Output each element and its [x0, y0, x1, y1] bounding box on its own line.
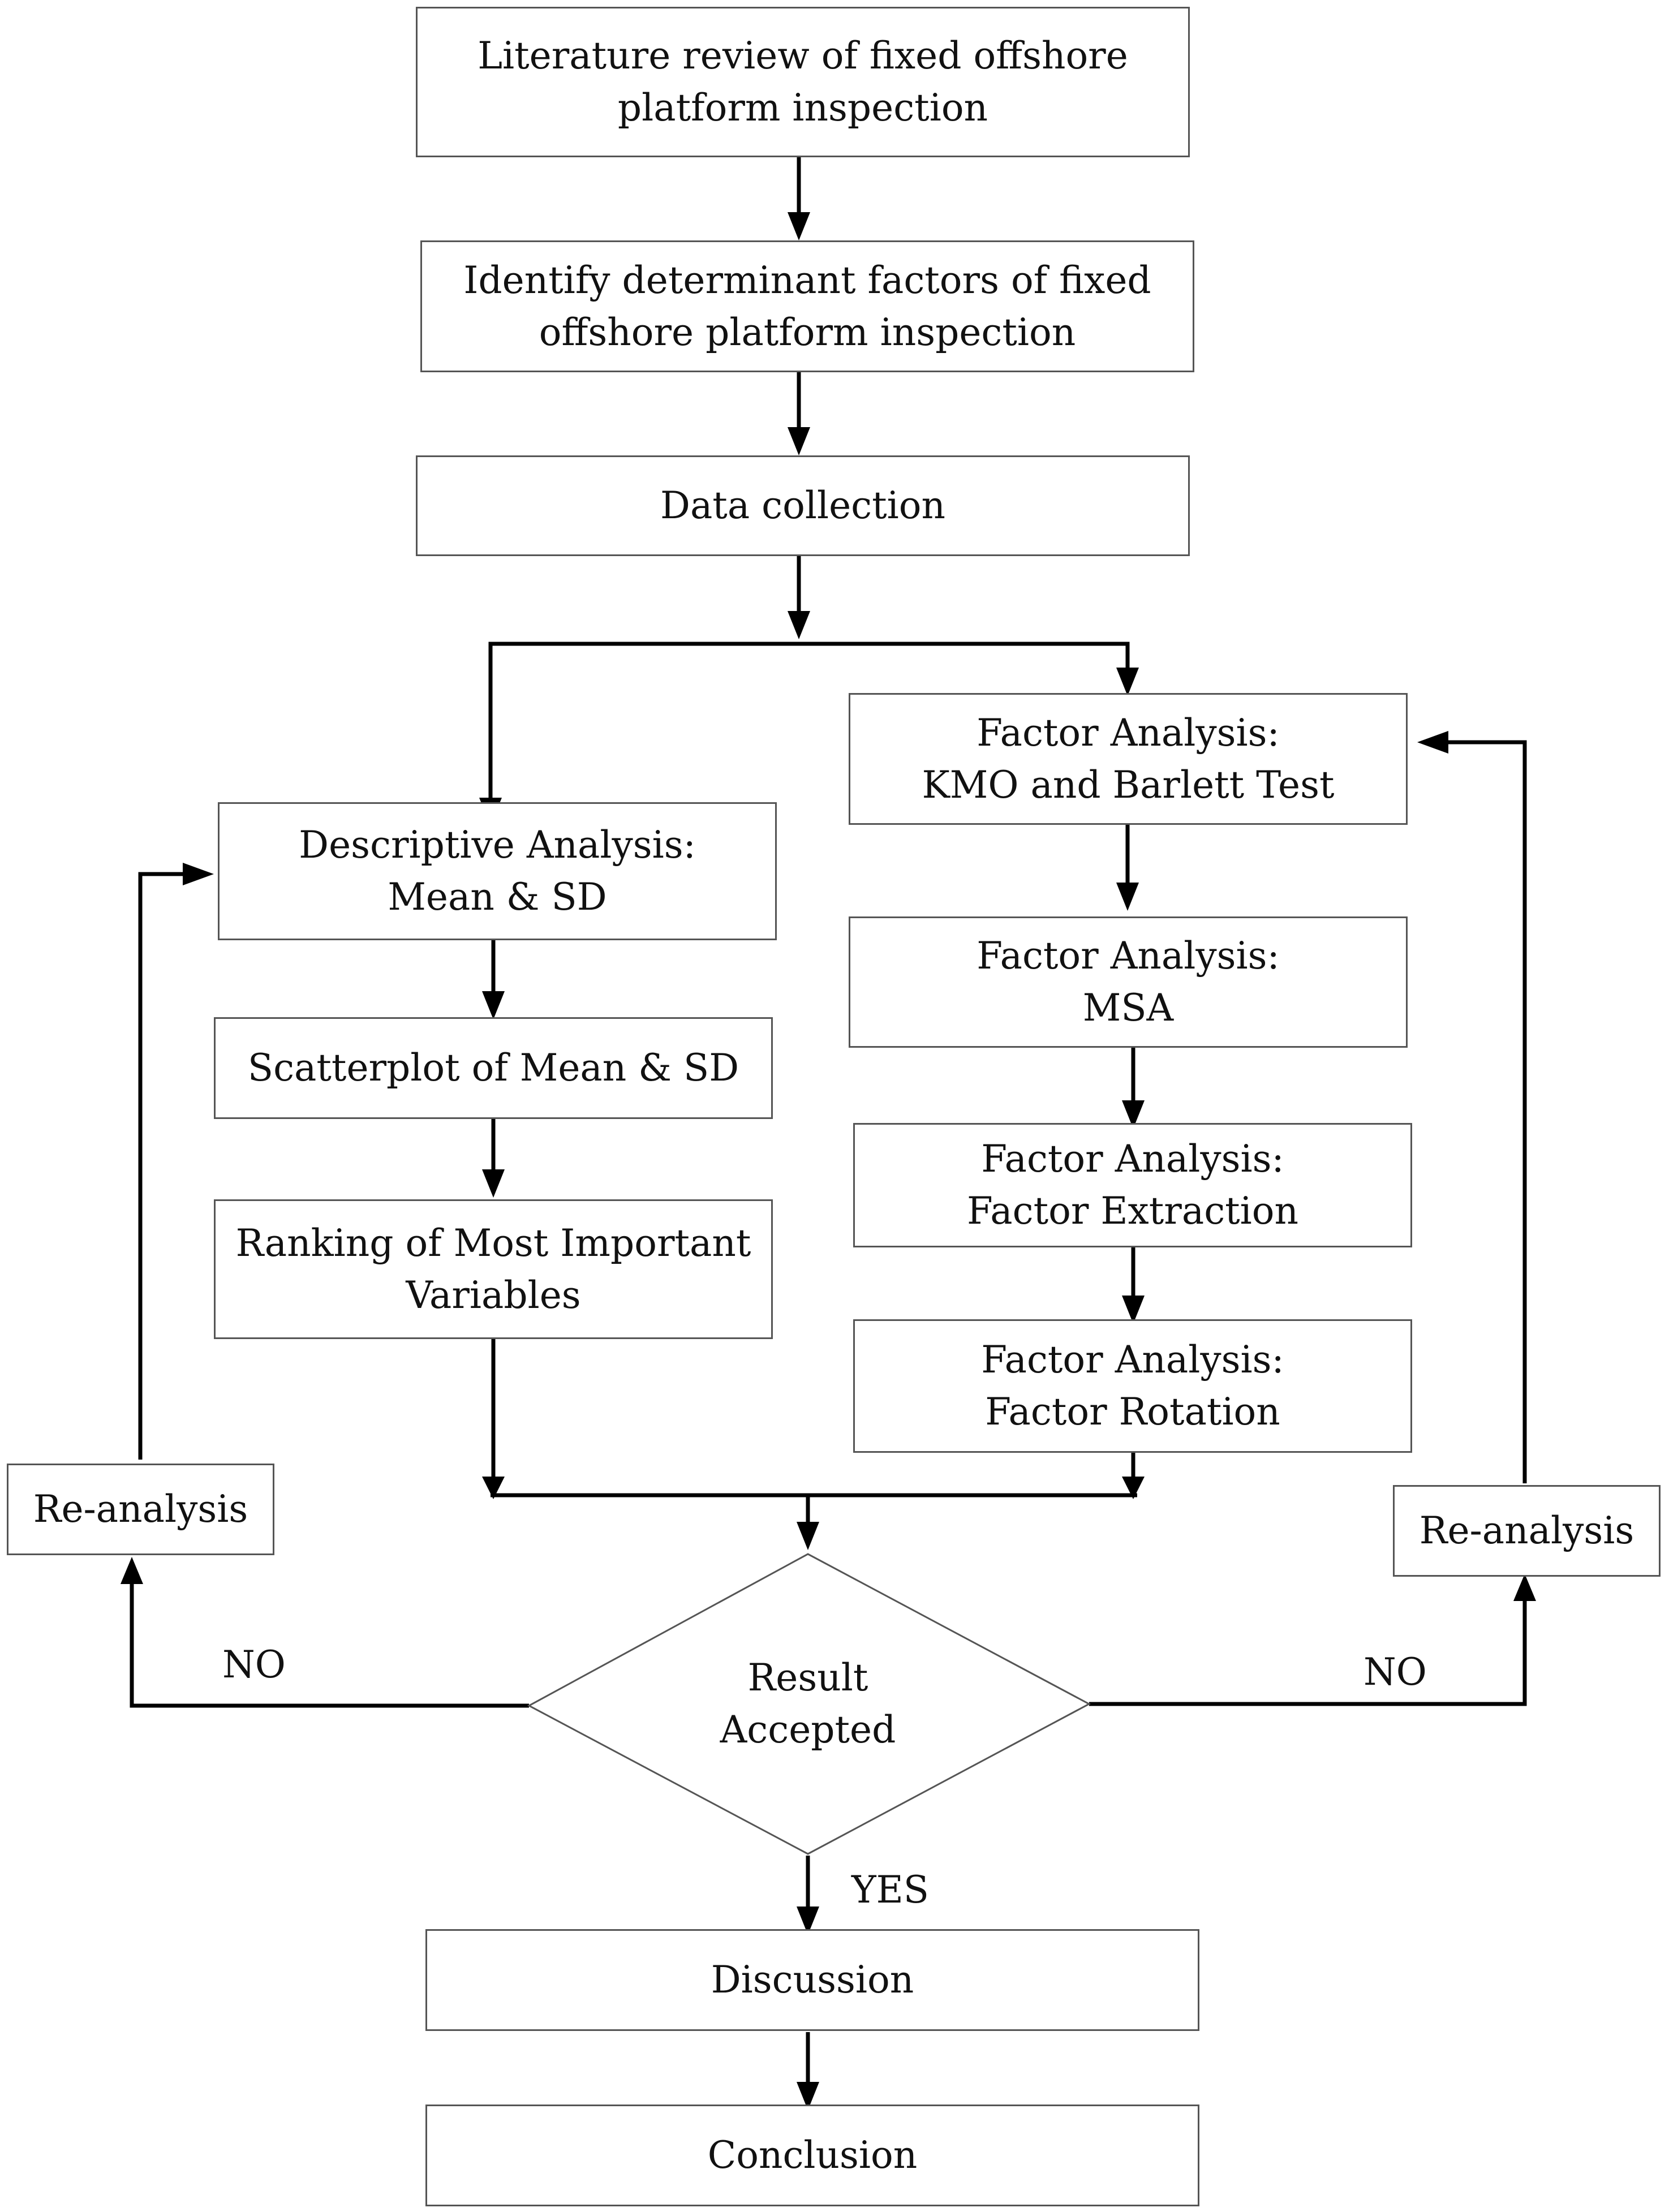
factor-rotation-line-1: Factor Analysis: [981, 1338, 1284, 1382]
arrowhead [788, 611, 810, 639]
reanalysis-right-label: Re-analysis [1419, 1509, 1634, 1552]
factor-analysis-msa-line-1: Factor Analysis: [977, 934, 1280, 978]
data-collection-box: Data collection [416, 455, 1190, 556]
scatterplot-label: Scatterplot of Mean & SD [247, 1046, 739, 1090]
arrowhead [1116, 668, 1139, 696]
identify-factors-line-2: offshore platform inspection [539, 310, 1076, 354]
reanalysis-right-up [1448, 740, 1527, 1483]
arrowhead [797, 2082, 819, 2110]
decision-line-2: Accepted [720, 1708, 896, 1751]
literature-review-box: Literature review of fixed offshore plat… [416, 7, 1190, 157]
data-collection-label: Data collection [660, 484, 945, 527]
decision-text: Result Accepted [689, 1652, 927, 1756]
no-right-label: NO [1363, 1650, 1427, 1694]
no-left-label: NO [222, 1643, 286, 1686]
identify-factors-box: Identify determinant factors of fixed of… [420, 240, 1194, 372]
decision-line-1: Result [747, 1656, 868, 1699]
factor-rotation-line-2: Factor Rotation [985, 1390, 1280, 1434]
arrowhead [482, 1169, 505, 1198]
factor-analysis-msa-line-2: MSA [1082, 986, 1174, 1030]
arrowhead [121, 1557, 143, 1584]
arrowhead [1122, 1296, 1145, 1324]
factor-analysis-kmo-line-1: Factor Analysis: [977, 711, 1280, 755]
conclusion-label: Conclusion [707, 2133, 918, 2177]
arrowhead [797, 1907, 819, 1935]
arrowhead [482, 991, 505, 1019]
reanalysis-right-box: Re-analysis [1393, 1485, 1661, 1577]
arrowhead [1116, 883, 1139, 911]
conclusion-box: Conclusion [425, 2105, 1199, 2206]
arrowhead [1122, 1100, 1145, 1129]
reanalysis-left-label: Re-analysis [33, 1487, 248, 1531]
no-right-path [1089, 1601, 1527, 1706]
ranking-line-2: Variables [406, 1273, 581, 1317]
factor-extraction-line-1: Factor Analysis: [981, 1137, 1284, 1181]
arrowhead [183, 863, 214, 885]
literature-review-line-2: platform inspection [617, 86, 988, 130]
reanalysis-left-up [138, 872, 183, 1460]
identify-factors-line-1: Identify determinant factors of fixed [463, 258, 1151, 302]
split-line [488, 642, 1130, 798]
discussion-box: Discussion [425, 1929, 1199, 2031]
factor-analysis-kmo-box: Factor Analysis: KMO and Barlett Test [849, 693, 1408, 825]
factor-analysis-kmo-line-2: KMO and Barlett Test [922, 763, 1335, 807]
arrowhead [482, 1477, 505, 1499]
factor-extraction-line-2: Factor Extraction [966, 1189, 1299, 1233]
ranking-line-1: Ranking of Most Important [235, 1221, 751, 1265]
reanalysis-left-box: Re-analysis [7, 1464, 274, 1555]
factor-extraction-box: Factor Analysis: Factor Extraction [853, 1123, 1412, 1247]
yes-label: YES [851, 1868, 929, 1912]
factor-analysis-msa-box: Factor Analysis: MSA [849, 916, 1408, 1048]
no-left-path [130, 1584, 529, 1708]
literature-review-line-1: Literature review of fixed offshore [478, 34, 1128, 78]
factor-rotation-box: Factor Analysis: Factor Rotation [853, 1319, 1412, 1453]
descriptive-analysis-line-1: Descriptive Analysis: [299, 823, 696, 867]
discussion-label: Discussion [711, 1958, 914, 2002]
decision-diamond [527, 1553, 1091, 1855]
arrowhead [788, 427, 810, 455]
arrowhead [1122, 1477, 1145, 1499]
arrowhead [1417, 731, 1448, 754]
descriptive-analysis-box: Descriptive Analysis: Mean & SD [218, 802, 777, 940]
arrowhead [797, 1522, 819, 1550]
arrowhead [1513, 1574, 1536, 1601]
ranking-box: Ranking of Most Important Variables [214, 1199, 773, 1339]
descriptive-analysis-line-2: Mean & SD [388, 875, 607, 919]
arrowhead [788, 212, 810, 240]
scatterplot-box: Scatterplot of Mean & SD [214, 1017, 773, 1119]
